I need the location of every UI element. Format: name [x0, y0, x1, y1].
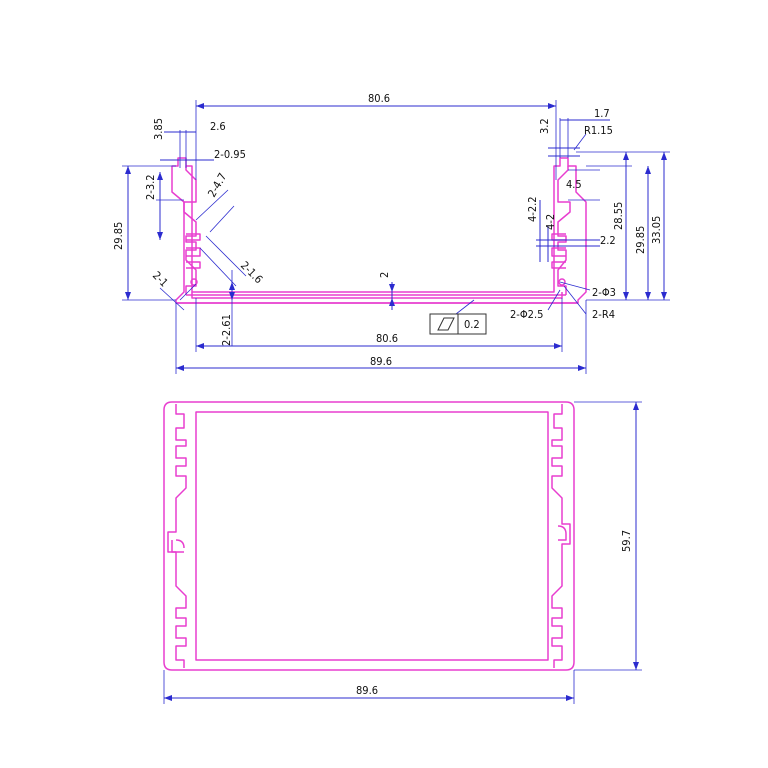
dimension-labels: 80.6 1.7 3.2 R1.15 3.85 2.6 2-0.95 2-3.2…	[112, 92, 663, 697]
dim-top-right-slot: 3.2	[538, 118, 551, 134]
dim-left-corner: 2-1	[150, 269, 171, 290]
dim-right-hole-large: 2-Φ3	[592, 286, 616, 299]
dim-top-left-slot-height: 3.85	[152, 118, 165, 140]
dim-bottom-inner-width: 80.6	[376, 332, 398, 345]
dim-right-inner-height: 28.55	[612, 202, 625, 230]
dim-left-height: 29.85	[112, 222, 125, 250]
dim-left-slot-depth: 2-3.2	[144, 174, 157, 200]
flatness-callout	[429, 313, 487, 335]
dim-top-left-lip: 2.6	[210, 120, 226, 133]
dim-top-right-radius: R1.15	[584, 124, 613, 137]
dim-left-base-offset: 2-2.61	[220, 314, 233, 346]
dim-right-total-height: 33.05	[650, 216, 663, 244]
plan-view	[163, 401, 575, 671]
dim-top-right-wall: 1.7	[594, 107, 610, 120]
dim-right-fin-width: 4-2	[544, 214, 557, 230]
arrowheads	[125, 103, 667, 701]
dim-right-radius: 2-R4	[592, 308, 615, 321]
dim-right-step: 4.5	[566, 178, 582, 191]
dim-plan-height: 59.7	[620, 530, 633, 552]
dim-right-fin-pitch: 4-2.2	[526, 196, 539, 222]
dim-left-fin-gap: 2-1.6	[238, 259, 265, 286]
dim-base-wall: 2	[378, 272, 391, 278]
dim-plan-width: 89.6	[356, 684, 378, 697]
dim-right-fin-depth: 2.2	[600, 234, 616, 247]
dim-flatness-value: 0.2	[464, 318, 480, 331]
dim-bottom-total-width: 89.6	[370, 355, 392, 368]
dim-left-angle-face: 2-4.7	[205, 171, 229, 200]
dim-right-height: 29.85	[634, 226, 647, 254]
dimension-lines	[122, 100, 670, 704]
dim-top-left-gap: 2-0.95	[214, 148, 246, 161]
section-profile	[171, 157, 587, 304]
dim-right-hole-small: 2-Φ2.5	[510, 308, 543, 321]
dim-top-inner-width: 80.6	[368, 92, 390, 105]
